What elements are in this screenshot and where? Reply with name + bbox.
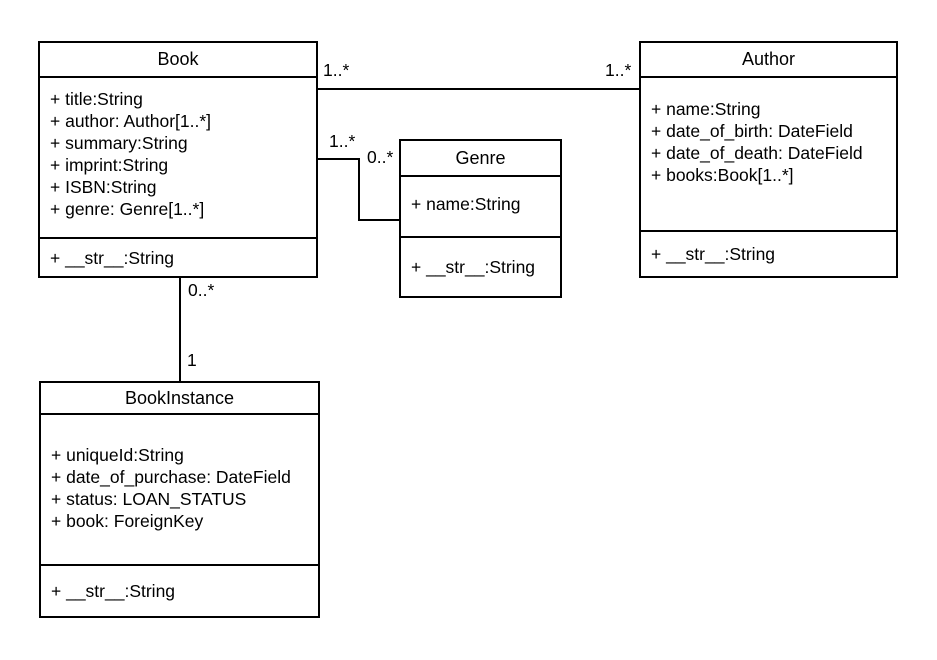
attribute: + author: Author[1..*]	[50, 111, 212, 131]
edge-book-genre-segment-1[interactable]	[318, 158, 360, 160]
class-title-bookinstance: BookInstance	[41, 383, 318, 415]
attribute: + imprint:String	[50, 155, 169, 175]
class-methods-genre: + __str__:String	[401, 238, 560, 296]
multiplicity-book-genre-genre-end[interactable]: 0..*	[367, 147, 394, 167]
attribute: + genre: Genre[1..*]	[50, 199, 205, 219]
multiplicity-book-bookinstance-book-end[interactable]: 0..*	[188, 280, 215, 300]
edge-book-author[interactable]	[318, 88, 639, 90]
class-box-author[interactable]: Author + name:String + date_of_birth: Da…	[639, 41, 898, 278]
method: + __str__:String	[51, 581, 176, 601]
class-attributes-book: + title:String + author: Author[1..*] + …	[40, 78, 316, 239]
attribute: + name:String	[411, 194, 521, 214]
attribute: + uniqueId:String	[51, 445, 184, 465]
class-attributes-bookinstance: + uniqueId:String + date_of_purchase: Da…	[41, 415, 318, 566]
class-methods-book: + __str__:String	[40, 239, 316, 276]
class-title-author: Author	[641, 43, 896, 78]
method: + __str__:String	[50, 247, 175, 268]
attribute: + summary:String	[50, 133, 188, 153]
class-title-genre: Genre	[401, 141, 560, 177]
class-box-book[interactable]: Book + title:String + author: Author[1..…	[38, 41, 318, 278]
class-title-book: Book	[40, 43, 316, 78]
attribute: + status: LOAN_STATUS	[51, 489, 247, 509]
attribute: + books:Book[1..*]	[651, 165, 794, 185]
attribute: + date_of_death: DateField	[651, 143, 863, 163]
method: + __str__:String	[651, 244, 776, 264]
class-methods-author: + __str__:String	[641, 232, 896, 276]
attribute: + date_of_birth: DateField	[651, 121, 853, 141]
edge-book-genre-segment-3[interactable]	[358, 219, 400, 221]
class-methods-bookinstance: + __str__:String	[41, 566, 318, 616]
attribute: + ISBN:String	[50, 177, 157, 197]
multiplicity-book-author-author-end[interactable]: 1..*	[605, 60, 632, 80]
edge-book-genre-segment-2[interactable]	[358, 158, 360, 221]
multiplicity-book-genre-book-end[interactable]: 1..*	[329, 131, 356, 151]
class-attributes-author: + name:String + date_of_birth: DateField…	[641, 78, 896, 232]
class-attributes-genre: + name:String	[401, 177, 560, 238]
method: + __str__:String	[411, 257, 536, 277]
multiplicity-book-bookinstance-instance-end[interactable]: 1	[187, 350, 197, 370]
attribute: + title:String	[50, 89, 143, 109]
multiplicity-book-author-book-end[interactable]: 1..*	[323, 60, 350, 80]
class-box-bookinstance[interactable]: BookInstance + uniqueId:String + date_of…	[39, 381, 320, 618]
attribute: + name:String	[651, 99, 761, 119]
class-box-genre[interactable]: Genre + name:String + __str__:String	[399, 139, 562, 298]
attribute: + date_of_purchase: DateField	[51, 467, 291, 487]
edge-book-bookinstance[interactable]	[179, 276, 181, 383]
attribute: + book: ForeignKey	[51, 511, 204, 531]
